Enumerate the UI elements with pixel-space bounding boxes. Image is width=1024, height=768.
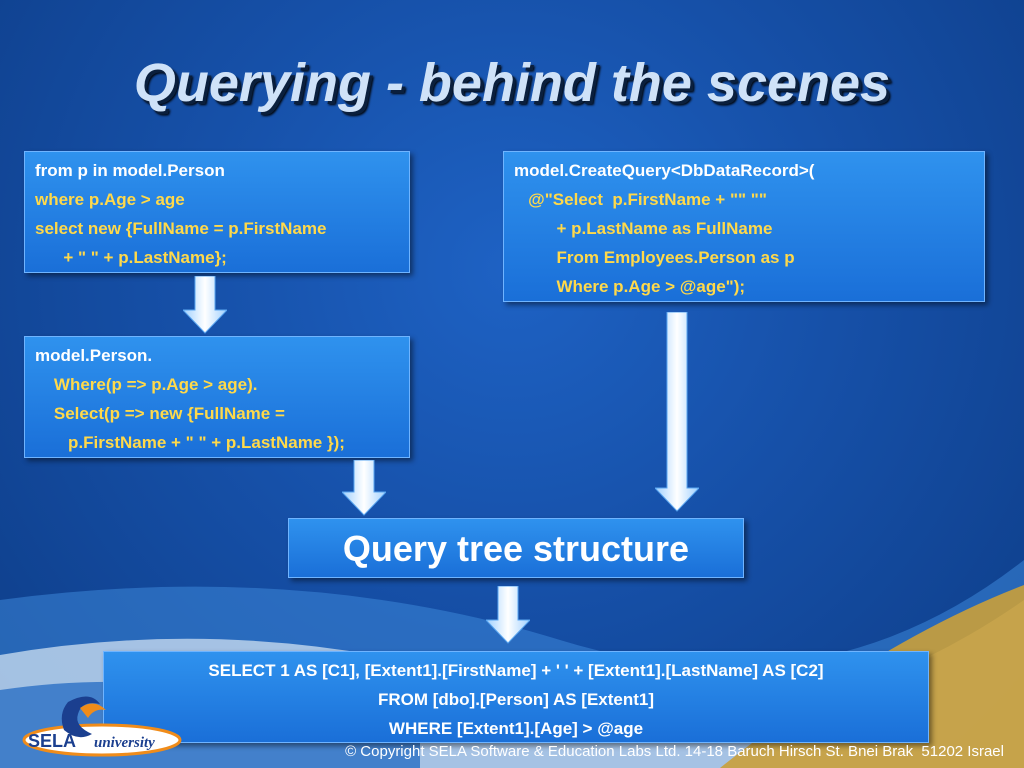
code-line: Where p.Age > @age"); [514,277,746,296]
sql-box: SELECT 1 AS [C1], [Extent1].[FirstName] … [103,651,929,743]
arrow-down-icon [486,586,530,644]
linq-query-box: from p in model.Person where p.Age > age… [24,151,410,273]
code-line: from p in model.Person [35,161,225,180]
svg-text:university: university [94,735,155,751]
code-line: where p.Age > age [35,190,185,209]
code-line: Where(p => p.Age > age). [35,375,258,394]
svg-text:SELA: SELA [28,731,76,751]
sql-line: WHERE [Extent1].[Age] > @age [388,719,644,738]
arrow-down-icon [342,460,386,516]
code-line: model.Person. [35,346,153,365]
create-query-box: model.CreateQuery<DbDataRecord>( @"Selec… [503,151,985,302]
query-tree-box: Query tree structure [288,518,744,578]
code-line: + " " + p.LastName}; [35,248,227,267]
code-line: p.FirstName + " " + p.LastName }); [35,433,345,452]
sela-logo: SELA university [22,696,182,757]
slide-title: Querying - behind the scenes [133,53,891,113]
code-line: From Employees.Person as p [514,248,795,267]
code-line: model.CreateQuery<DbDataRecord>( [514,161,815,180]
copyright-footer: © Copyright SELA Software & Education La… [345,743,1004,760]
arrow-down-icon [655,312,699,512]
code-line: @"Select p.FirstName + "" "" [514,190,767,209]
code-line: select new {FullName = p.FirstName [35,219,327,238]
sql-line: FROM [dbo].[Person] AS [Extent1] [377,690,655,709]
sql-line: SELECT 1 AS [C1], [Extent1].[FirstName] … [208,661,824,680]
method-syntax-box: model.Person. Where(p => p.Age > age). S… [24,336,410,458]
code-line: Select(p => new {FullName = [35,404,285,423]
code-line: + p.LastName as FullName [514,219,773,238]
arrow-down-icon [183,276,227,334]
